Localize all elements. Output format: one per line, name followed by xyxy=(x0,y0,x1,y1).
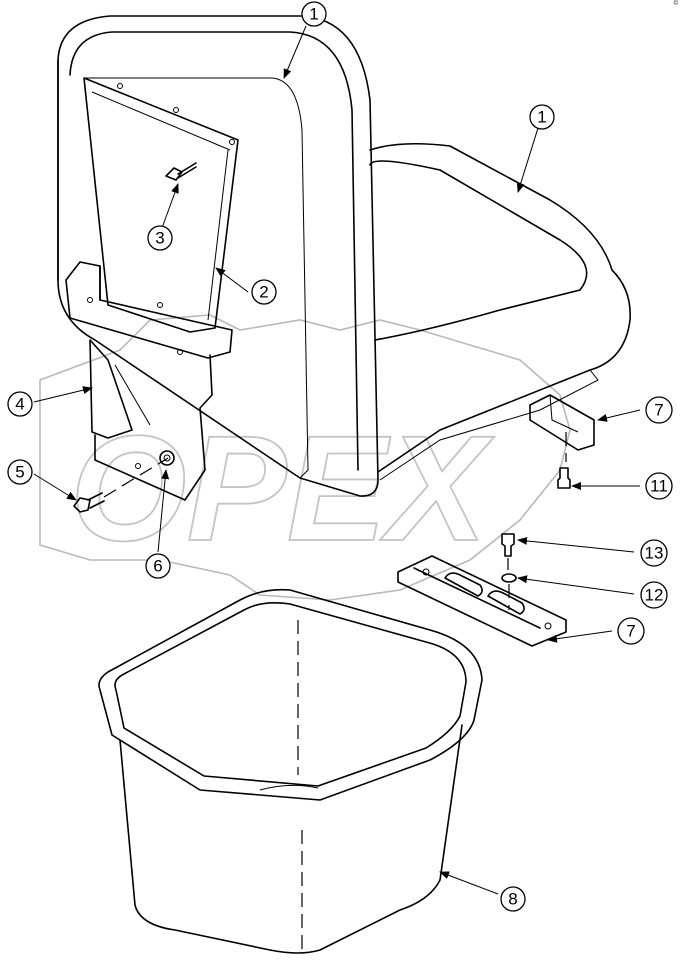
hinge-lower xyxy=(397,555,567,647)
bolt-11 xyxy=(557,467,571,489)
callout-5: 5 xyxy=(7,459,33,485)
callout-label: 1 xyxy=(309,5,318,24)
callout-11: 11 xyxy=(645,472,673,500)
callout-6: 6 xyxy=(145,553,171,579)
callout-label: 7 xyxy=(626,622,635,641)
callout-8: 8 xyxy=(500,886,526,912)
callout-13: 13 xyxy=(640,539,668,567)
seat-back xyxy=(57,15,379,497)
nut-6 xyxy=(159,450,175,466)
backing-plate xyxy=(83,77,239,333)
hinge-upper xyxy=(529,394,595,462)
storage-tub xyxy=(98,588,483,954)
callout-label: 5 xyxy=(15,463,24,482)
callout-7-lower: 7 xyxy=(617,617,645,645)
callout-2: 2 xyxy=(251,279,277,305)
callout-label: 7 xyxy=(654,401,663,420)
watermark-text: OPEX xyxy=(70,404,495,572)
callout-label: 11 xyxy=(650,477,668,496)
callout-label: 4 xyxy=(15,395,24,414)
leader-lines xyxy=(33,25,641,895)
seat-cushion xyxy=(369,142,631,481)
callout-label: 12 xyxy=(645,586,664,605)
callout-1-backrest: 1 xyxy=(301,1,327,27)
callout-1-cushion: 1 xyxy=(529,104,555,130)
corner-mark: © xyxy=(673,1,678,7)
bolt-3 xyxy=(165,162,197,181)
mounting-bracket xyxy=(65,261,233,501)
watermark: OPEX xyxy=(39,314,571,601)
callout-label: 6 xyxy=(153,557,162,576)
bolt-13 xyxy=(501,533,515,570)
callout-label: 2 xyxy=(259,283,268,302)
callout-label: 13 xyxy=(645,544,664,563)
callout-4: 4 xyxy=(7,391,33,417)
callout-7-upper: 7 xyxy=(645,396,673,424)
callout-12: 12 xyxy=(640,581,668,609)
callout-label: 1 xyxy=(537,108,546,127)
bolt-5 xyxy=(73,457,169,513)
callout-label: 8 xyxy=(508,890,517,909)
callout-label: 3 xyxy=(155,229,164,248)
callout-3: 3 xyxy=(147,225,173,251)
